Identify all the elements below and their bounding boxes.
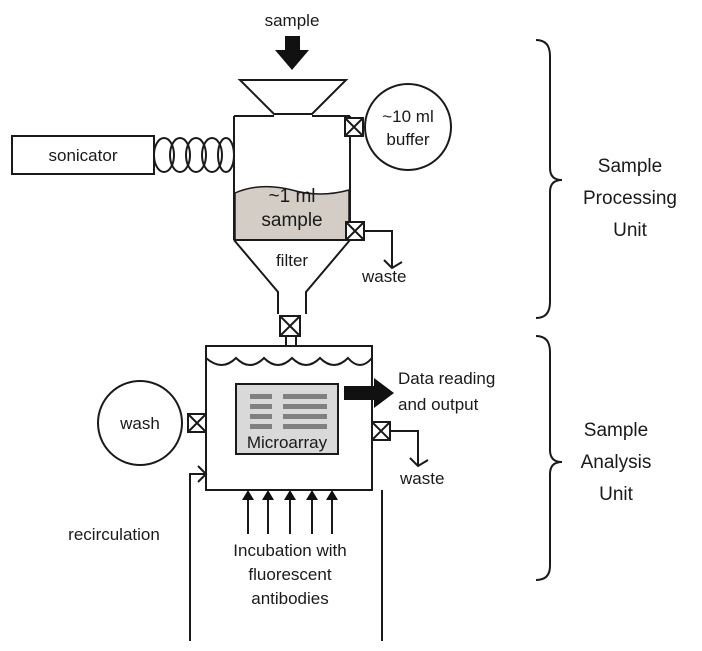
buffer-label-2: buffer [386, 130, 430, 149]
wash-label: wash [119, 414, 160, 433]
analysis-unit-label-1: Sample [584, 420, 648, 441]
data-output-label-2: and output [398, 395, 479, 414]
transfer-pipe [285, 336, 297, 346]
wash-valve [187, 413, 207, 433]
recirculation-label: recirculation [68, 525, 160, 544]
processing-unit-label-2: Processing [583, 188, 677, 209]
incubation-label-1: Incubation with [233, 541, 346, 560]
filter-label: filter [276, 251, 308, 270]
sample-volume [234, 185, 350, 241]
recirculation-arrowhead [197, 465, 208, 483]
recirculation-loop [189, 473, 383, 641]
filter-cone [233, 239, 351, 314]
sample-input-label: sample [265, 11, 320, 30]
liquid-surface [205, 356, 373, 366]
processing-unit-bracket [535, 39, 563, 319]
sample-volume-label-1: ~1 ml [269, 186, 316, 207]
sample-volume-label-2: sample [261, 210, 322, 231]
processing-vessel [233, 115, 351, 240]
processing-unit-label-1: Sample [598, 156, 662, 177]
buffer-label-1: ~10 ml [382, 107, 434, 126]
processing-unit-label-3: Unit [613, 220, 648, 241]
data-output-arrow [344, 378, 394, 408]
incubation-label-3: antibodies [251, 589, 329, 608]
waste-label-top: waste [361, 267, 406, 286]
incubation-arrows [242, 490, 338, 534]
waste-arrow-top [383, 259, 403, 270]
waste-line-top [364, 230, 393, 268]
data-output-label-1: Data reading [398, 369, 495, 388]
sonicator-coil [153, 137, 235, 173]
microarray-label: Microarray [247, 433, 328, 452]
analysis-unit-bracket [535, 335, 563, 581]
transfer-valve [279, 315, 301, 337]
waste-arrow-bottom [409, 457, 429, 468]
waste-valve-bottom [371, 421, 391, 441]
waste-line-bottom [390, 430, 419, 466]
microarray-spots [250, 394, 327, 429]
hopper-funnel [237, 79, 349, 115]
sample-input-arrow [275, 36, 309, 70]
wash-reservoir [97, 380, 183, 466]
buffer-reservoir [364, 83, 452, 171]
incubation-label-2: fluorescent [248, 565, 331, 584]
analysis-unit-label-2: Analysis [581, 452, 652, 473]
waste-valve-top [345, 221, 365, 241]
analysis-unit-label-3: Unit [599, 484, 634, 505]
waste-label-bottom: waste [399, 469, 444, 488]
sonicator-label: sonicator [49, 146, 118, 165]
buffer-valve [344, 117, 364, 137]
